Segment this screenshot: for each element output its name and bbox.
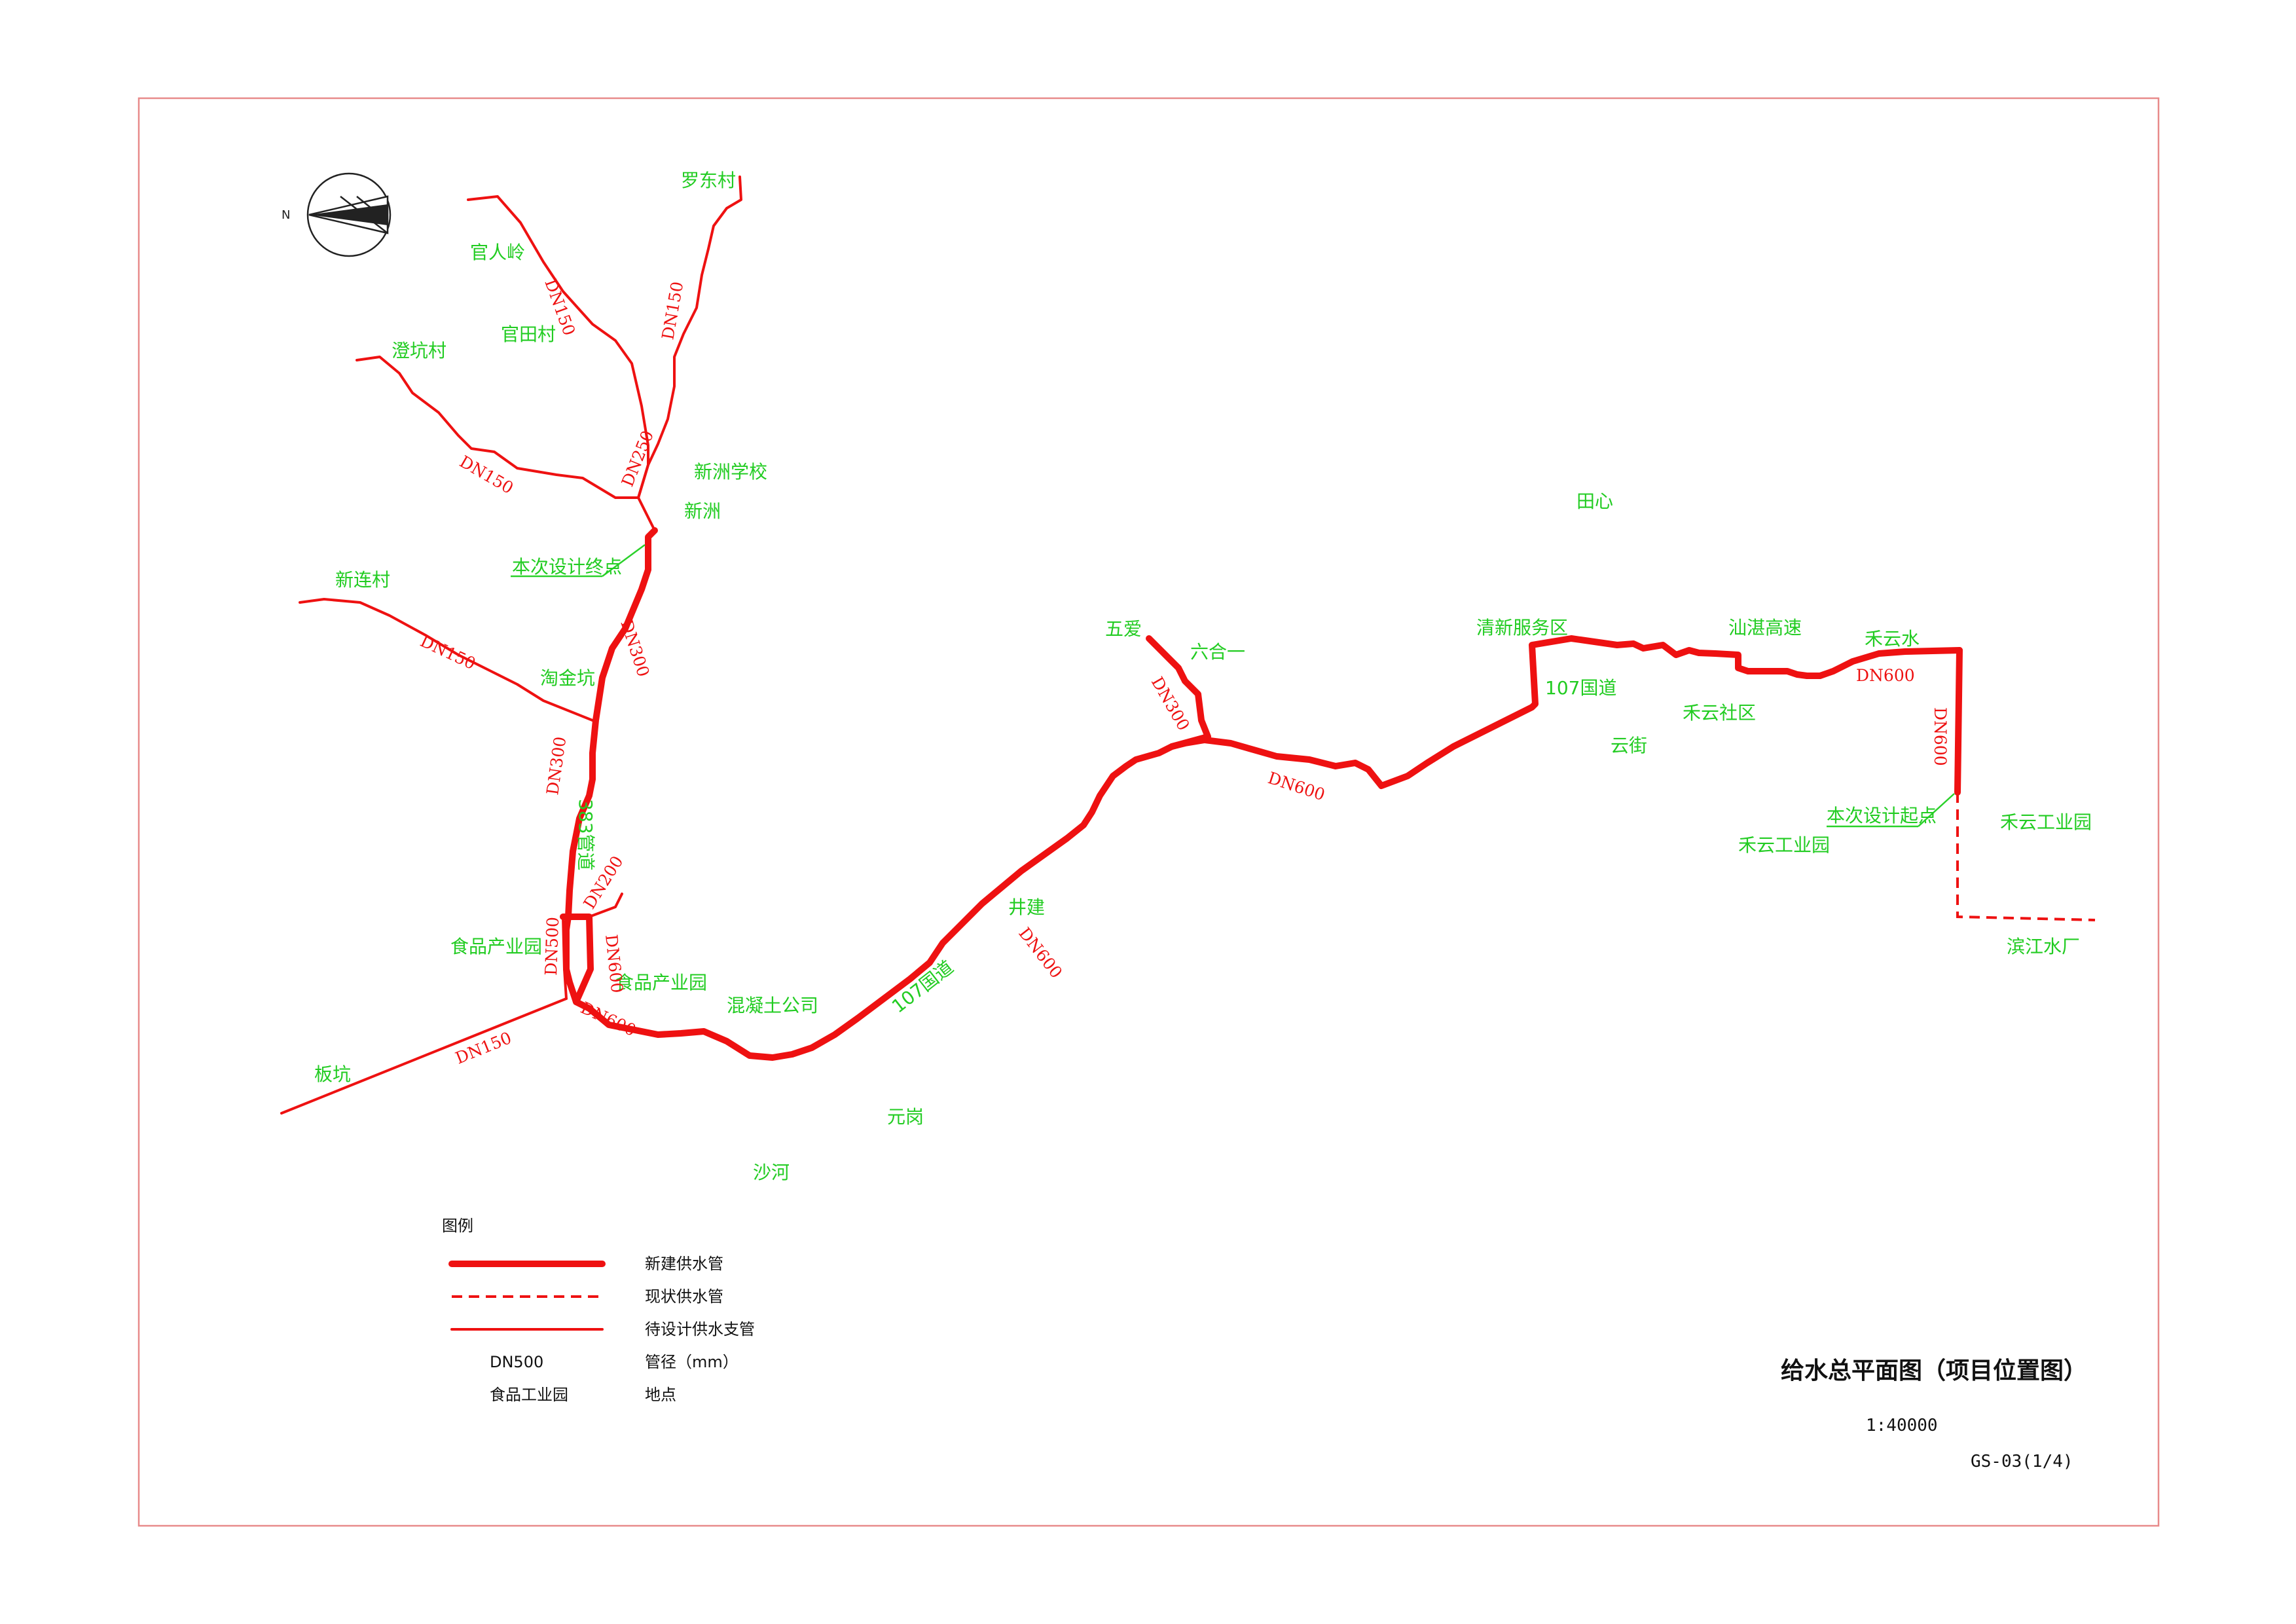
place-heyun-ip-2: 禾云工业园 — [2000, 811, 2092, 833]
place-liuheyi: 六合一 — [1190, 641, 1245, 663]
drawing-scale: 1:40000 — [1866, 1416, 1938, 1435]
dn-label: DN150 — [452, 1028, 514, 1067]
place-shanzhan: 汕湛高速 — [1728, 617, 1802, 638]
legend-title: 图例 — [442, 1217, 473, 1235]
dn-label: DN150 — [417, 631, 478, 673]
place-concrete: 混凝土公司 — [727, 995, 818, 1016]
place-food-park-2: 食品产业园 — [615, 972, 707, 993]
place-xinlian: 新连村 — [335, 569, 390, 591]
dn-label: DN600 — [602, 934, 627, 994]
place-guantian: 官田村 — [501, 323, 556, 345]
place-design-start: 本次设计起点 — [1827, 805, 1937, 826]
leader-design-end-diag — [602, 544, 646, 578]
branch-guanrenling — [467, 195, 649, 499]
dn-label: DN150 — [456, 452, 517, 498]
place-bankeng: 板坑 — [314, 1063, 351, 1085]
legend-existing-pipe-label: 现状供水管 — [645, 1287, 723, 1306]
dn-label: DN600 — [1931, 707, 1950, 766]
dn-label: DN300 — [543, 735, 570, 796]
place-tianxin: 田心 — [1576, 490, 1613, 512]
branch-bankeng — [280, 997, 568, 1115]
place-labels: 罗东村 官人岭 官田村 澄坑村 新洲学校 新洲 本次设计终点 新连村 淘金坑 3… — [314, 170, 2092, 1183]
place-chengkeng: 澄坑村 — [392, 340, 446, 361]
dn-label: DN600 — [1266, 768, 1327, 804]
dn-label: DN600 — [1856, 666, 1915, 685]
branch-luodong — [637, 175, 742, 499]
branch-xinlian — [299, 598, 594, 722]
pipe-existing-binjiang — [1956, 792, 2096, 921]
legend-branch-pipe-label: 待设计供水支管 — [645, 1320, 755, 1338]
dn-label: DN600 — [577, 998, 638, 1040]
drawing-frame — [137, 97, 2160, 1527]
pipe-main-east — [563, 527, 1963, 1061]
north-arrow-icon: N — [282, 172, 392, 257]
place-xinzhou: 新洲 — [684, 500, 721, 522]
place-food-park-1: 食品产业园 — [450, 936, 542, 957]
branch-chengkeng — [355, 356, 640, 499]
place-jingjian: 井建 — [1008, 896, 1045, 918]
dn-label: DN300 — [617, 618, 653, 679]
dn-label: DN600 — [1015, 924, 1066, 982]
place-pipe-383: 383管道 — [575, 799, 596, 870]
legend-place-label: 地点 — [645, 1386, 676, 1404]
place-yuangang: 元岗 — [887, 1106, 924, 1128]
place-qingxin: 清新服务区 — [1476, 617, 1568, 638]
drawing-number: GS-03(1/4) — [1971, 1452, 2073, 1471]
legend-new-pipe-label: 新建供水管 — [645, 1255, 723, 1273]
place-wuai: 五爱 — [1105, 618, 1142, 640]
legend-diameter-symbol: DN500 — [490, 1353, 543, 1371]
pipe-dn600-loop — [560, 913, 594, 1005]
dn-label: DN150 — [658, 280, 687, 341]
leader-design-start-diag — [1918, 793, 1955, 827]
place-taojinkeng: 淘金坑 — [540, 667, 595, 689]
place-guanrenling: 官人岭 — [470, 242, 525, 263]
new-pipes — [560, 527, 1963, 1061]
place-binjiang: 滨江水厂 — [2007, 936, 2080, 957]
drawing-title: 给水总平面图（项目位置图） — [1781, 1357, 2087, 1384]
place-heyun-ip-1: 禾云工业园 — [1738, 834, 1830, 856]
place-road107-b: 107国道 — [1545, 677, 1616, 699]
place-luodong: 罗东村 — [681, 170, 736, 191]
north-label: N — [282, 208, 290, 222]
place-heyunshui: 禾云水 — [1865, 628, 1920, 650]
legend-diameter-label: 管径（mm） — [645, 1353, 738, 1371]
legend: 图例 新建供水管 现状供水管 待设计供水支管 DN500 管径（mm） 食品工业… — [442, 1217, 755, 1404]
legend-place-symbol: 食品工业园 — [490, 1386, 568, 1404]
place-design-end: 本次设计终点 — [512, 556, 622, 578]
place-shahe: 沙河 — [753, 1162, 790, 1183]
pipe-wuai — [1146, 635, 1211, 750]
branch-dn200 — [588, 893, 623, 918]
place-yunjie: 云街 — [1611, 735, 1647, 756]
title-block: 给水总平面图（项目位置图） 1:40000 GS-03(1/4) — [1781, 1357, 2087, 1471]
place-xinzhou-school: 新洲学校 — [694, 461, 767, 483]
pipe-main-trunk — [1954, 647, 1963, 796]
dn-label: DN500 — [541, 917, 562, 976]
branch-xinzhou-down — [637, 496, 656, 532]
place-heyunshe: 禾云社区 — [1683, 702, 1756, 724]
